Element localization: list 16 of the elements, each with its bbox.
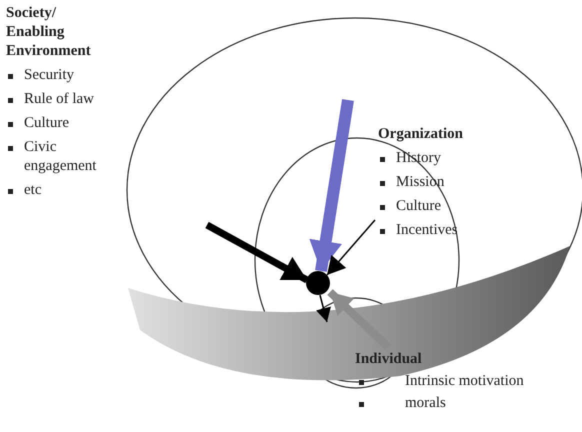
list-item: morals xyxy=(405,395,446,411)
list-item: Culture xyxy=(24,115,69,131)
arrow xyxy=(205,222,309,284)
heading: Organization xyxy=(378,125,464,144)
arrow xyxy=(327,289,391,350)
list-item: Culture xyxy=(396,198,441,214)
list-item: Security xyxy=(24,67,74,83)
list-item: Intrinsic motivation xyxy=(405,373,524,389)
heading: Society/ Enabling Environment xyxy=(6,4,92,61)
list-item: Civic engagement xyxy=(24,139,96,174)
list-item: Rule of law xyxy=(24,91,94,107)
list-item: etc xyxy=(24,182,42,198)
heading: Individual xyxy=(355,350,423,369)
arrow xyxy=(316,294,331,322)
arrow xyxy=(326,220,376,276)
arrow xyxy=(309,99,354,272)
